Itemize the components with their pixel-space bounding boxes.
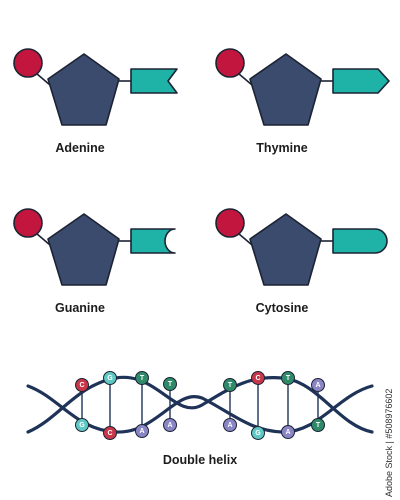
base-dot-bottom: G	[75, 418, 89, 432]
base-letter: T	[168, 381, 173, 388]
base-letter: G	[79, 422, 85, 429]
base-dot-circle	[281, 425, 295, 439]
base-dot-circle	[251, 371, 265, 385]
base-dot-top: C	[75, 378, 89, 392]
base-dot-circle	[103, 426, 117, 440]
base-dot-circle	[311, 378, 325, 392]
base-dot-top: T	[223, 378, 237, 392]
base-letter: T	[228, 382, 233, 389]
base-dot-circle	[75, 418, 89, 432]
sugar-pentagon	[47, 213, 120, 286]
base-dot-top: T	[281, 371, 295, 385]
base-dot-circle	[135, 424, 149, 438]
guanine-label: Guanine	[54, 301, 105, 315]
base-letter: C	[79, 382, 84, 389]
thymine-label: Thymine	[256, 141, 308, 155]
base-dot-circle	[223, 378, 237, 392]
base-letter: A	[285, 429, 290, 436]
base-dot-top: T	[163, 377, 177, 391]
cytosine-nucleotide	[215, 208, 388, 286]
base-dot-circle	[311, 418, 325, 432]
base-dot-bottom: A	[135, 424, 149, 438]
guanine-nucleotide	[13, 208, 176, 286]
sugar-pentagon	[249, 53, 322, 126]
base-dot-bottom: T	[311, 418, 325, 432]
base-dot-circle	[223, 418, 237, 432]
cytosine-base-shape	[332, 228, 388, 254]
base-letter: G	[255, 430, 261, 437]
adenine-base-shape	[130, 68, 178, 94]
base-dot-bottom: A	[281, 425, 295, 439]
guanine-base-shape	[130, 228, 176, 254]
sugar-pentagon	[249, 213, 322, 286]
base-dot-circle	[135, 371, 149, 385]
sugar-pentagon	[47, 53, 120, 126]
base-dot-top: A	[311, 378, 325, 392]
phosphate-circle	[215, 208, 245, 238]
base-letter: A	[167, 422, 172, 429]
base-dot-circle	[163, 377, 177, 391]
base-letter: G	[107, 375, 113, 382]
base-letter: C	[255, 375, 260, 382]
thymine-base-shape	[332, 68, 390, 94]
base-dots: C G G C T A T A T A C G T A A T	[75, 371, 325, 440]
base-dot-top: G	[103, 371, 117, 385]
base-letter: A	[139, 428, 144, 435]
phosphate-circle	[215, 48, 245, 78]
cytosine-label: Cytosine	[255, 301, 309, 315]
base-dot-circle	[281, 371, 295, 385]
base-letter: A	[227, 422, 232, 429]
base-dot-bottom: A	[223, 418, 237, 432]
base-dot-bottom: G	[251, 426, 265, 440]
phosphate-circle	[13, 48, 43, 78]
base-letter: C	[107, 430, 112, 437]
adenine-label: Adenine	[55, 141, 105, 155]
thymine-nucleotide	[215, 48, 390, 126]
stock-id: Adobe Stock | #508976602	[384, 388, 394, 498]
base-dot-circle	[251, 426, 265, 440]
base-letter: T	[140, 375, 145, 382]
base-dot-circle	[103, 371, 117, 385]
phosphate-circle	[13, 208, 43, 238]
base-dot-circle	[75, 378, 89, 392]
adenine-nucleotide	[13, 48, 178, 126]
base-dot-top: T	[135, 371, 149, 385]
base-dot-bottom: C	[103, 426, 117, 440]
base-dot-bottom: A	[163, 418, 177, 432]
base-letter: T	[286, 375, 291, 382]
base-dot-circle	[163, 418, 177, 432]
double-helix-label: Double helix	[162, 453, 238, 467]
base-letter: A	[315, 382, 320, 389]
double-helix: C G G C T A T A T A C G T A A T	[26, 371, 374, 440]
base-dot-top: C	[251, 371, 265, 385]
base-letter: T	[316, 422, 321, 429]
